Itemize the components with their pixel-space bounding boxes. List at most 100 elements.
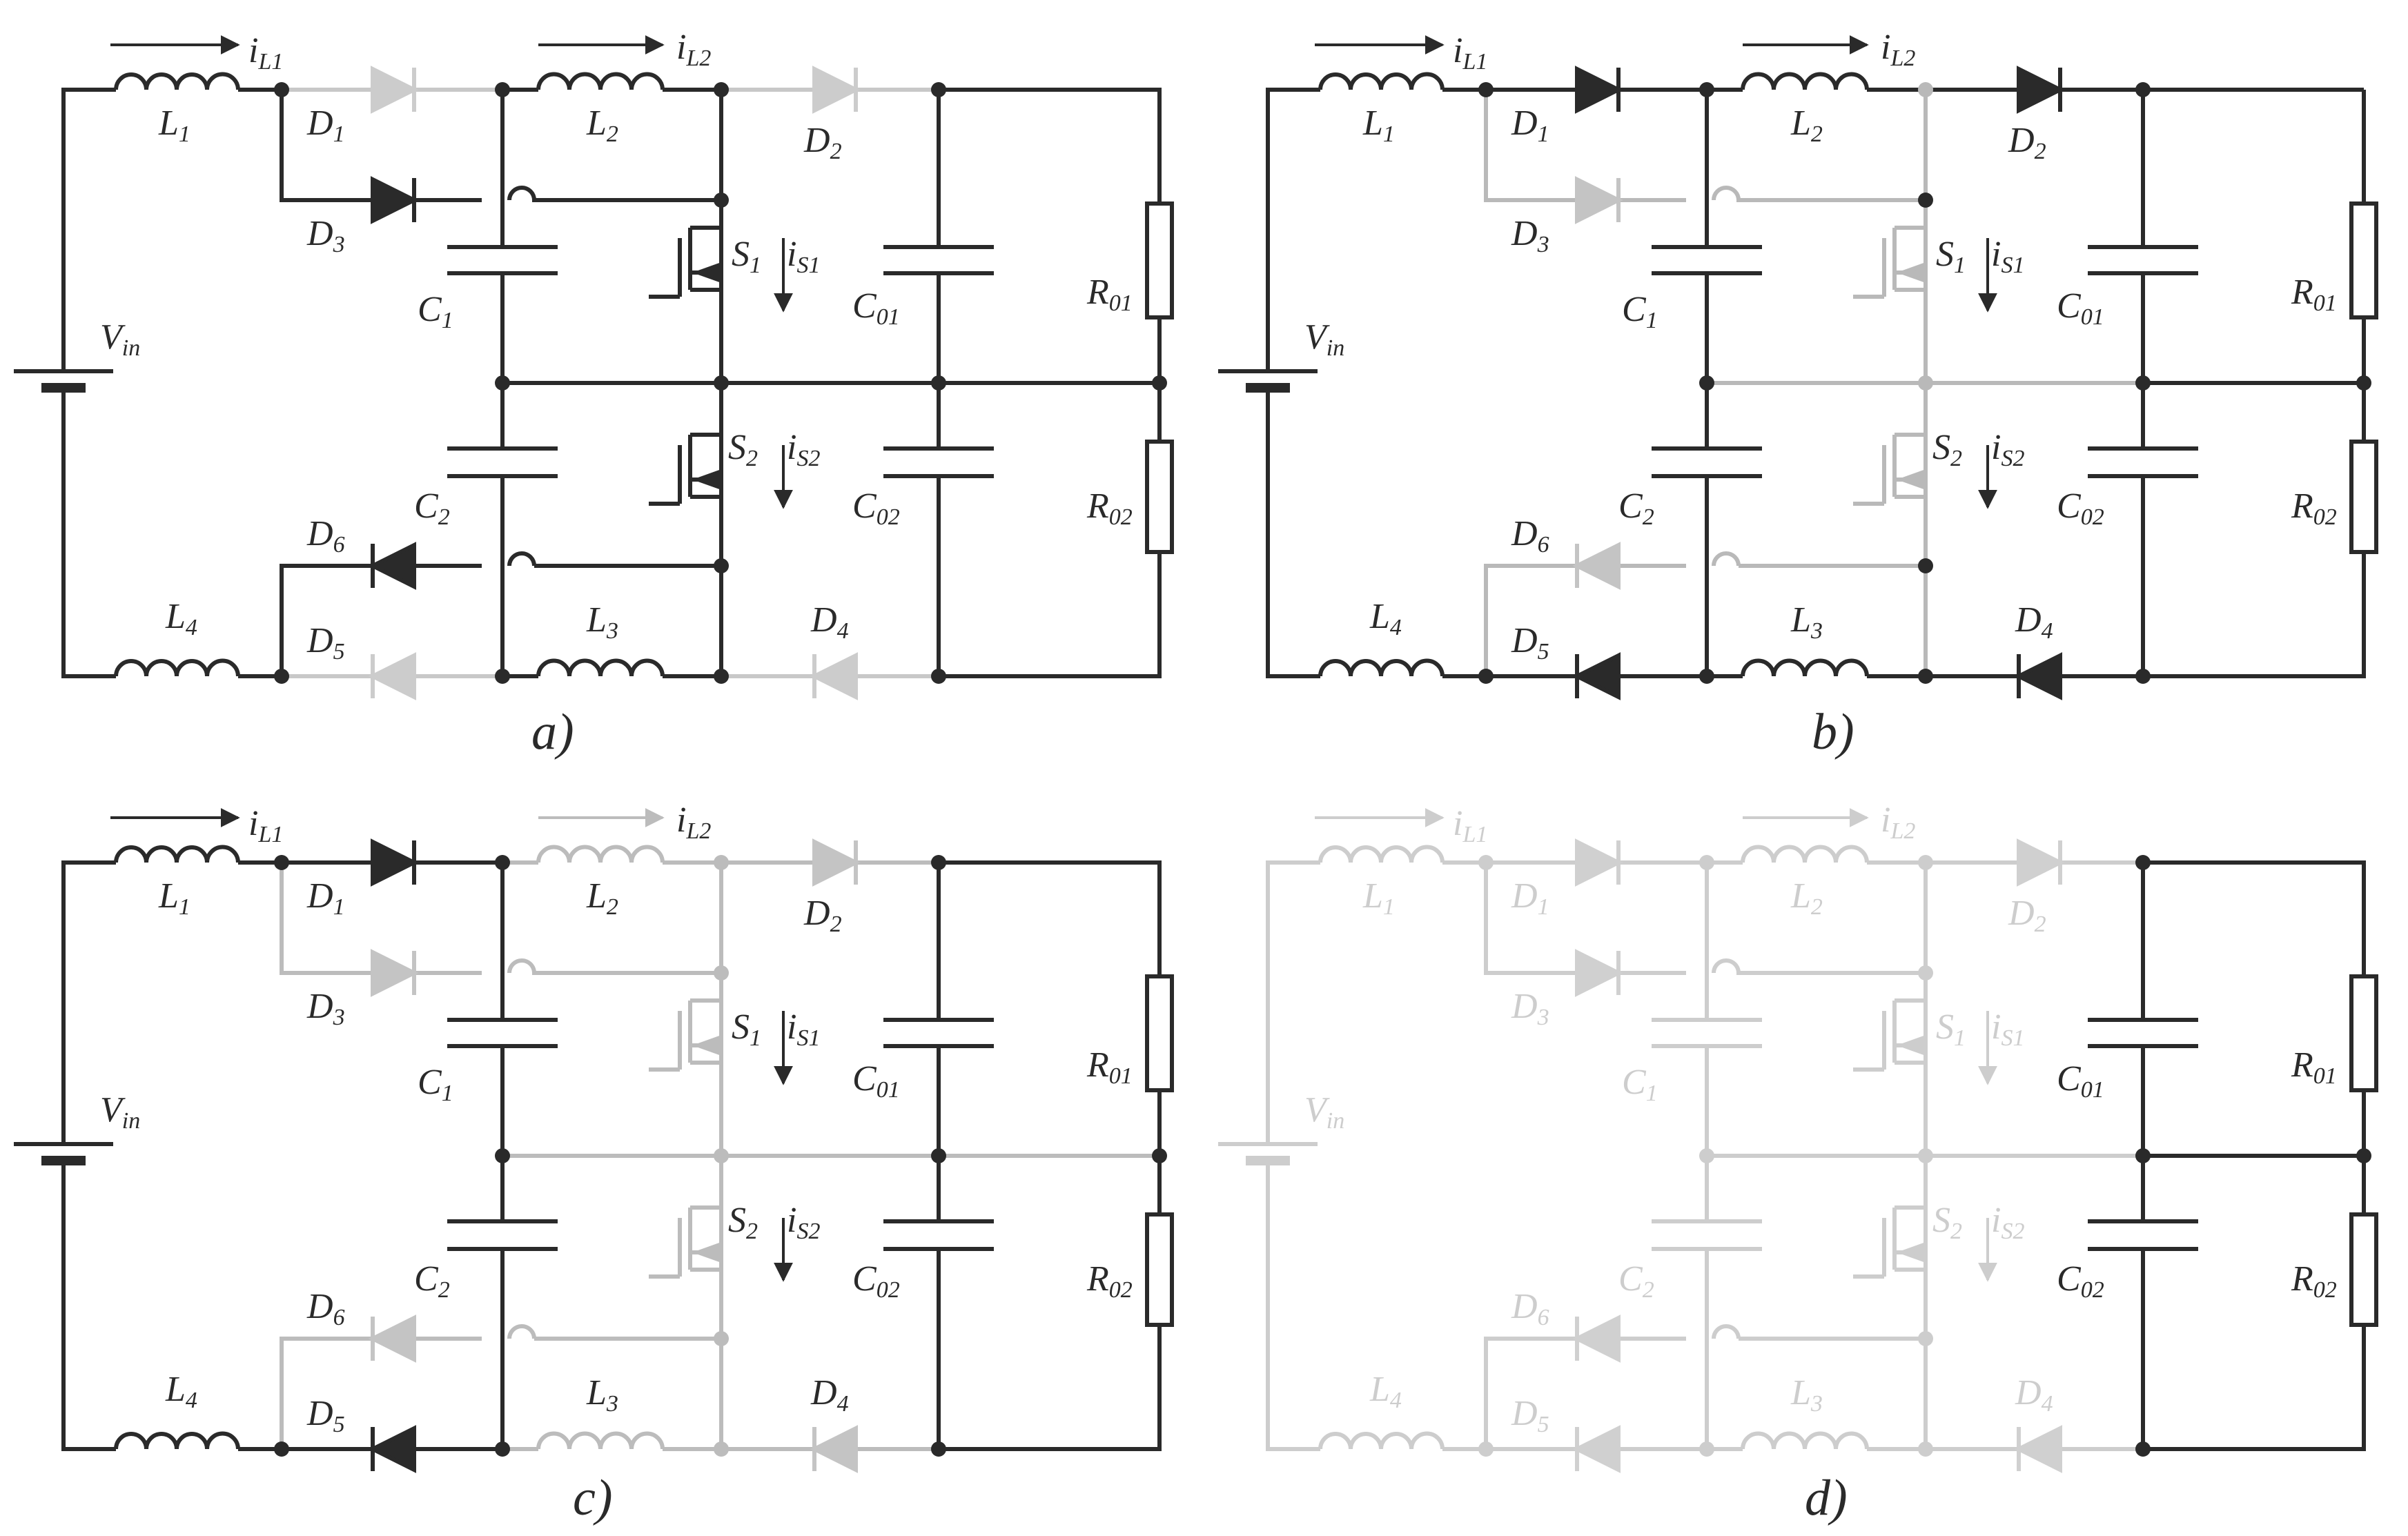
svg-text:L4: L4 xyxy=(1369,1370,1402,1413)
panel-b-active-wires xyxy=(1218,72,2378,678)
panel-b-D4-icon xyxy=(2014,652,2062,700)
svg-text:D4: D4 xyxy=(810,1373,849,1417)
panel-d-R01-icon xyxy=(2349,974,2378,1092)
panel-a-D1-icon xyxy=(371,66,419,114)
svg-text:D2: D2 xyxy=(2008,894,2046,937)
panel-c-R01-icon xyxy=(1145,974,1174,1092)
label-R02: R02 xyxy=(1086,486,1133,530)
svg-text:iS2: iS2 xyxy=(1991,428,2024,471)
svg-text:D6: D6 xyxy=(1511,1287,1549,1330)
panel-d-R02-icon xyxy=(2349,1212,2378,1327)
panel-d-L4-icon xyxy=(1318,1431,1445,1450)
svg-text:iL1: iL1 xyxy=(1453,804,1487,847)
svg-text:S1: S1 xyxy=(732,1007,761,1051)
svg-text:iL2: iL2 xyxy=(676,800,711,844)
svg-text:D1: D1 xyxy=(1511,876,1549,920)
caption-c: c) xyxy=(573,1470,613,1526)
svg-text:C02: C02 xyxy=(852,1259,900,1303)
svg-text:iL1: iL1 xyxy=(1453,31,1487,75)
label-L2: L2 xyxy=(586,104,618,147)
caption-b: b) xyxy=(1812,704,1854,760)
panel-d-D4-icon xyxy=(2014,1425,2062,1473)
label-C02: C02 xyxy=(852,486,900,530)
svg-text:C2: C2 xyxy=(414,1259,450,1303)
svg-text:Vin: Vin xyxy=(1304,317,1344,361)
panel-a-labels: iL1 iL2 L1 D1 L2 D2 D3 C1 S1 iS1 C01 R01… xyxy=(100,28,1133,760)
svg-text:D5: D5 xyxy=(306,1394,345,1437)
svg-text:R02: R02 xyxy=(2291,486,2337,530)
panel-c-S1-icon xyxy=(649,998,721,1072)
panel-b-mode-diagram xyxy=(1218,35,2378,700)
panel-a-D5-icon xyxy=(368,652,416,700)
svg-text:D2: D2 xyxy=(803,894,842,937)
svg-text:C1: C1 xyxy=(418,1063,453,1106)
panel-b-L1-icon xyxy=(1318,72,1445,90)
panel-c-D1-icon xyxy=(371,838,419,887)
label-Vin: Vin xyxy=(100,317,140,361)
svg-text:C01: C01 xyxy=(2057,286,2104,330)
svg-text:L2: L2 xyxy=(586,876,618,920)
svg-text:iS1: iS1 xyxy=(1991,1007,2024,1051)
svg-text:S1: S1 xyxy=(1936,235,1966,278)
svg-text:C2: C2 xyxy=(1618,486,1654,530)
svg-text:iS2: iS2 xyxy=(787,1201,820,1244)
panel-b-D5-icon xyxy=(1572,652,1621,700)
panel-b-D2-icon xyxy=(2017,66,2065,114)
svg-text:D2: D2 xyxy=(2008,121,2046,164)
svg-text:S1: S1 xyxy=(1936,1007,1966,1051)
svg-text:L1: L1 xyxy=(158,876,190,920)
panel-b-S1-icon xyxy=(1853,226,1926,299)
panel-c-S2-icon xyxy=(649,1205,721,1279)
label-L4: L4 xyxy=(165,597,197,640)
label-D1: D1 xyxy=(306,104,345,147)
svg-text:D1: D1 xyxy=(306,876,345,920)
label-iS1: iS1 xyxy=(787,235,820,278)
panel-c-D4-icon xyxy=(810,1425,858,1473)
label-C2: C2 xyxy=(414,486,450,530)
label-R01: R01 xyxy=(1086,273,1133,316)
svg-text:D1: D1 xyxy=(1511,104,1549,147)
svg-text:C01: C01 xyxy=(852,1059,900,1103)
panel-c-inactive-wires xyxy=(280,845,1159,1451)
panel-b-labels: iL1 iL2 L1 D1 L2 D2 D3 C1 S1 iS1 C01 R01… xyxy=(1304,28,2337,760)
label-D3: D3 xyxy=(306,214,345,257)
svg-text:L2: L2 xyxy=(1790,876,1823,920)
svg-text:C02: C02 xyxy=(2057,486,2104,530)
panel-b-D1-icon xyxy=(1575,66,1623,114)
panel-a-L2-icon xyxy=(536,72,665,90)
svg-text:iS1: iS1 xyxy=(787,1007,820,1051)
panel-a-R02-icon xyxy=(1145,440,1174,554)
panel-a-L3-icon xyxy=(536,658,665,677)
panel-d-D2-icon xyxy=(2017,838,2065,887)
label-iS2: iS2 xyxy=(787,428,820,471)
svg-text:D6: D6 xyxy=(1511,514,1549,558)
svg-text:L3: L3 xyxy=(1790,600,1823,644)
panel-b-D6-icon xyxy=(1572,542,1621,590)
panel-c-L2-icon xyxy=(536,845,665,863)
panel-d-D1-icon xyxy=(1575,838,1623,887)
svg-text:S2: S2 xyxy=(728,1201,758,1244)
panel-d-D5-icon xyxy=(1572,1425,1621,1473)
panel-c-D6-icon xyxy=(368,1315,416,1363)
panel-a-L1-icon xyxy=(114,72,240,90)
panel-c-L4-icon xyxy=(114,1431,240,1450)
panel-d-D3-icon xyxy=(1575,949,1623,997)
svg-text:Vin: Vin xyxy=(100,1090,140,1134)
label-D6: D6 xyxy=(306,514,345,558)
panel-a-D6-icon xyxy=(368,542,416,590)
panel-b-junctions xyxy=(1478,82,2371,684)
label-L3: L3 xyxy=(586,600,618,644)
label-L1: L1 xyxy=(158,104,190,147)
panel-d-S1-icon xyxy=(1853,998,1926,1072)
panel-d-mode-diagram xyxy=(1218,808,2378,1473)
svg-text:C01: C01 xyxy=(2057,1059,2104,1103)
svg-text:L4: L4 xyxy=(165,1370,197,1413)
svg-text:L2: L2 xyxy=(1790,104,1823,147)
panel-b-inactive-wires xyxy=(1484,90,2143,676)
panel-d-L1-icon xyxy=(1318,845,1445,863)
svg-text:S2: S2 xyxy=(1932,428,1962,471)
label-S2: S2 xyxy=(728,428,758,471)
svg-text:R02: R02 xyxy=(1086,1259,1133,1303)
svg-text:R01: R01 xyxy=(2291,273,2337,316)
